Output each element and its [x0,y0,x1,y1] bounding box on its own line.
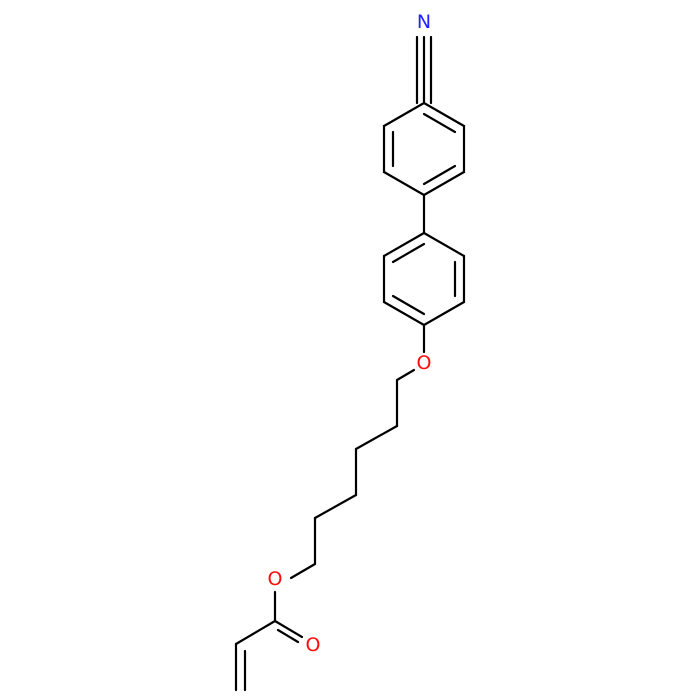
vinyl-group [234,619,277,692]
ether-oxygen-label: O [417,352,432,374]
carbonyl-oxygen-label: O [306,634,321,656]
hexyl-chain [289,368,416,580]
nitrile-triple-bond [415,35,433,105]
nitrogen-label: N [417,11,431,33]
upper-benzene-ring [382,101,466,197]
ester-oxygen-label: O [268,568,283,590]
ester-group [273,590,304,644]
lower-benzene-ring [382,231,466,327]
